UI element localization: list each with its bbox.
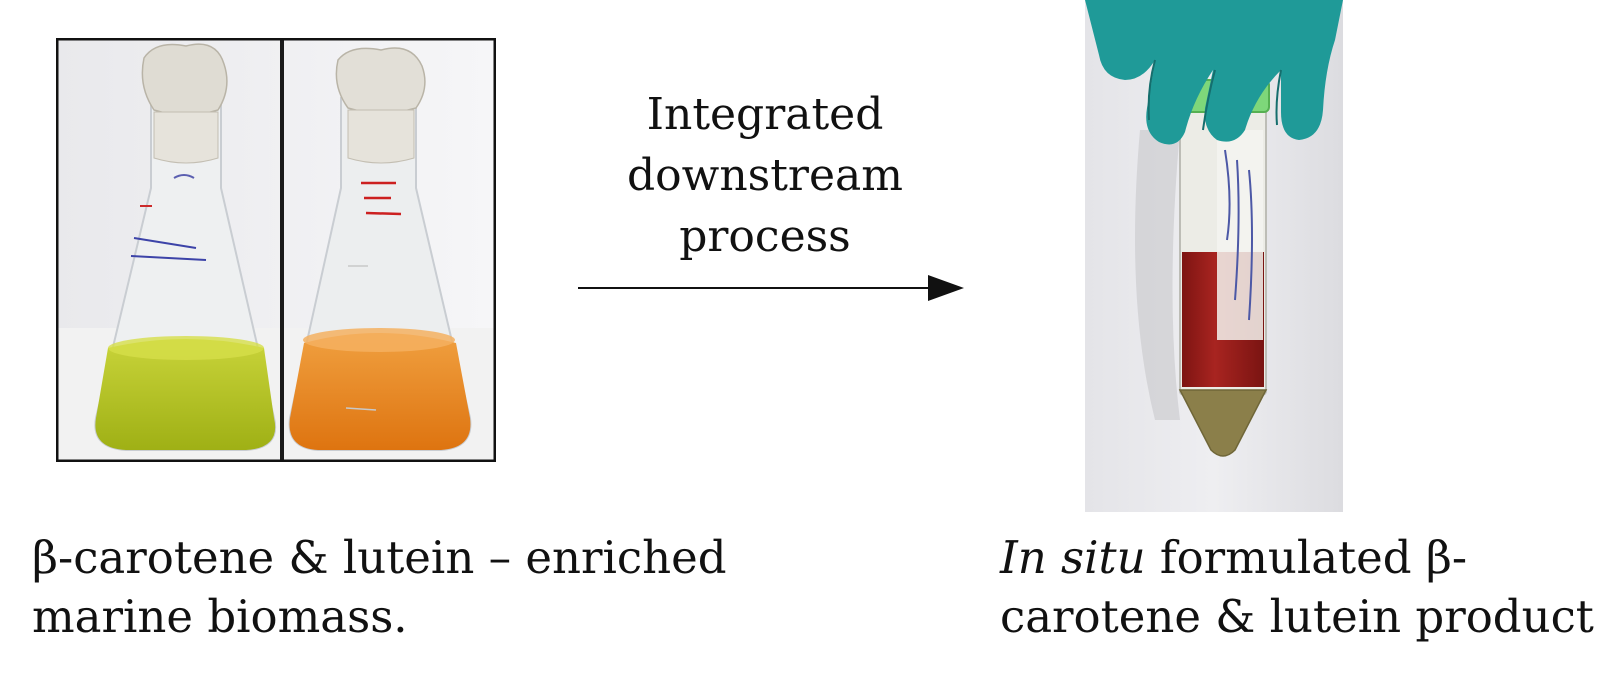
caption-product-line1-rest: formulated β- (1145, 531, 1468, 584)
caption-biomass-line1: β-carotene & lutein – enriched (32, 531, 727, 584)
tube-photo (1085, 0, 1343, 512)
caption-product-line2: carotene & lutein product (1000, 590, 1594, 643)
caption-product-italic: In situ (1000, 531, 1146, 584)
flask-green (94, 43, 277, 451)
right-arrow-icon (578, 275, 964, 301)
flask-orange (288, 47, 472, 451)
process-label-line3: process (679, 211, 851, 262)
caption-biomass-line2: marine biomass. (32, 590, 408, 643)
caption-biomass: β-carotene & lutein – enriched marine bi… (32, 528, 727, 646)
process-label-line1: Integrated (646, 89, 884, 140)
flasks-photo (56, 38, 496, 462)
glove (1085, 0, 1343, 145)
caption-product: In situ formulated β- carotene & lutein … (1000, 528, 1594, 646)
process-label: Integrated downstream process (600, 84, 930, 267)
test-tube (1178, 104, 1268, 457)
process-label-line2: downstream (627, 150, 903, 201)
caption-product-line1: In situ formulated β- (1000, 528, 1594, 587)
